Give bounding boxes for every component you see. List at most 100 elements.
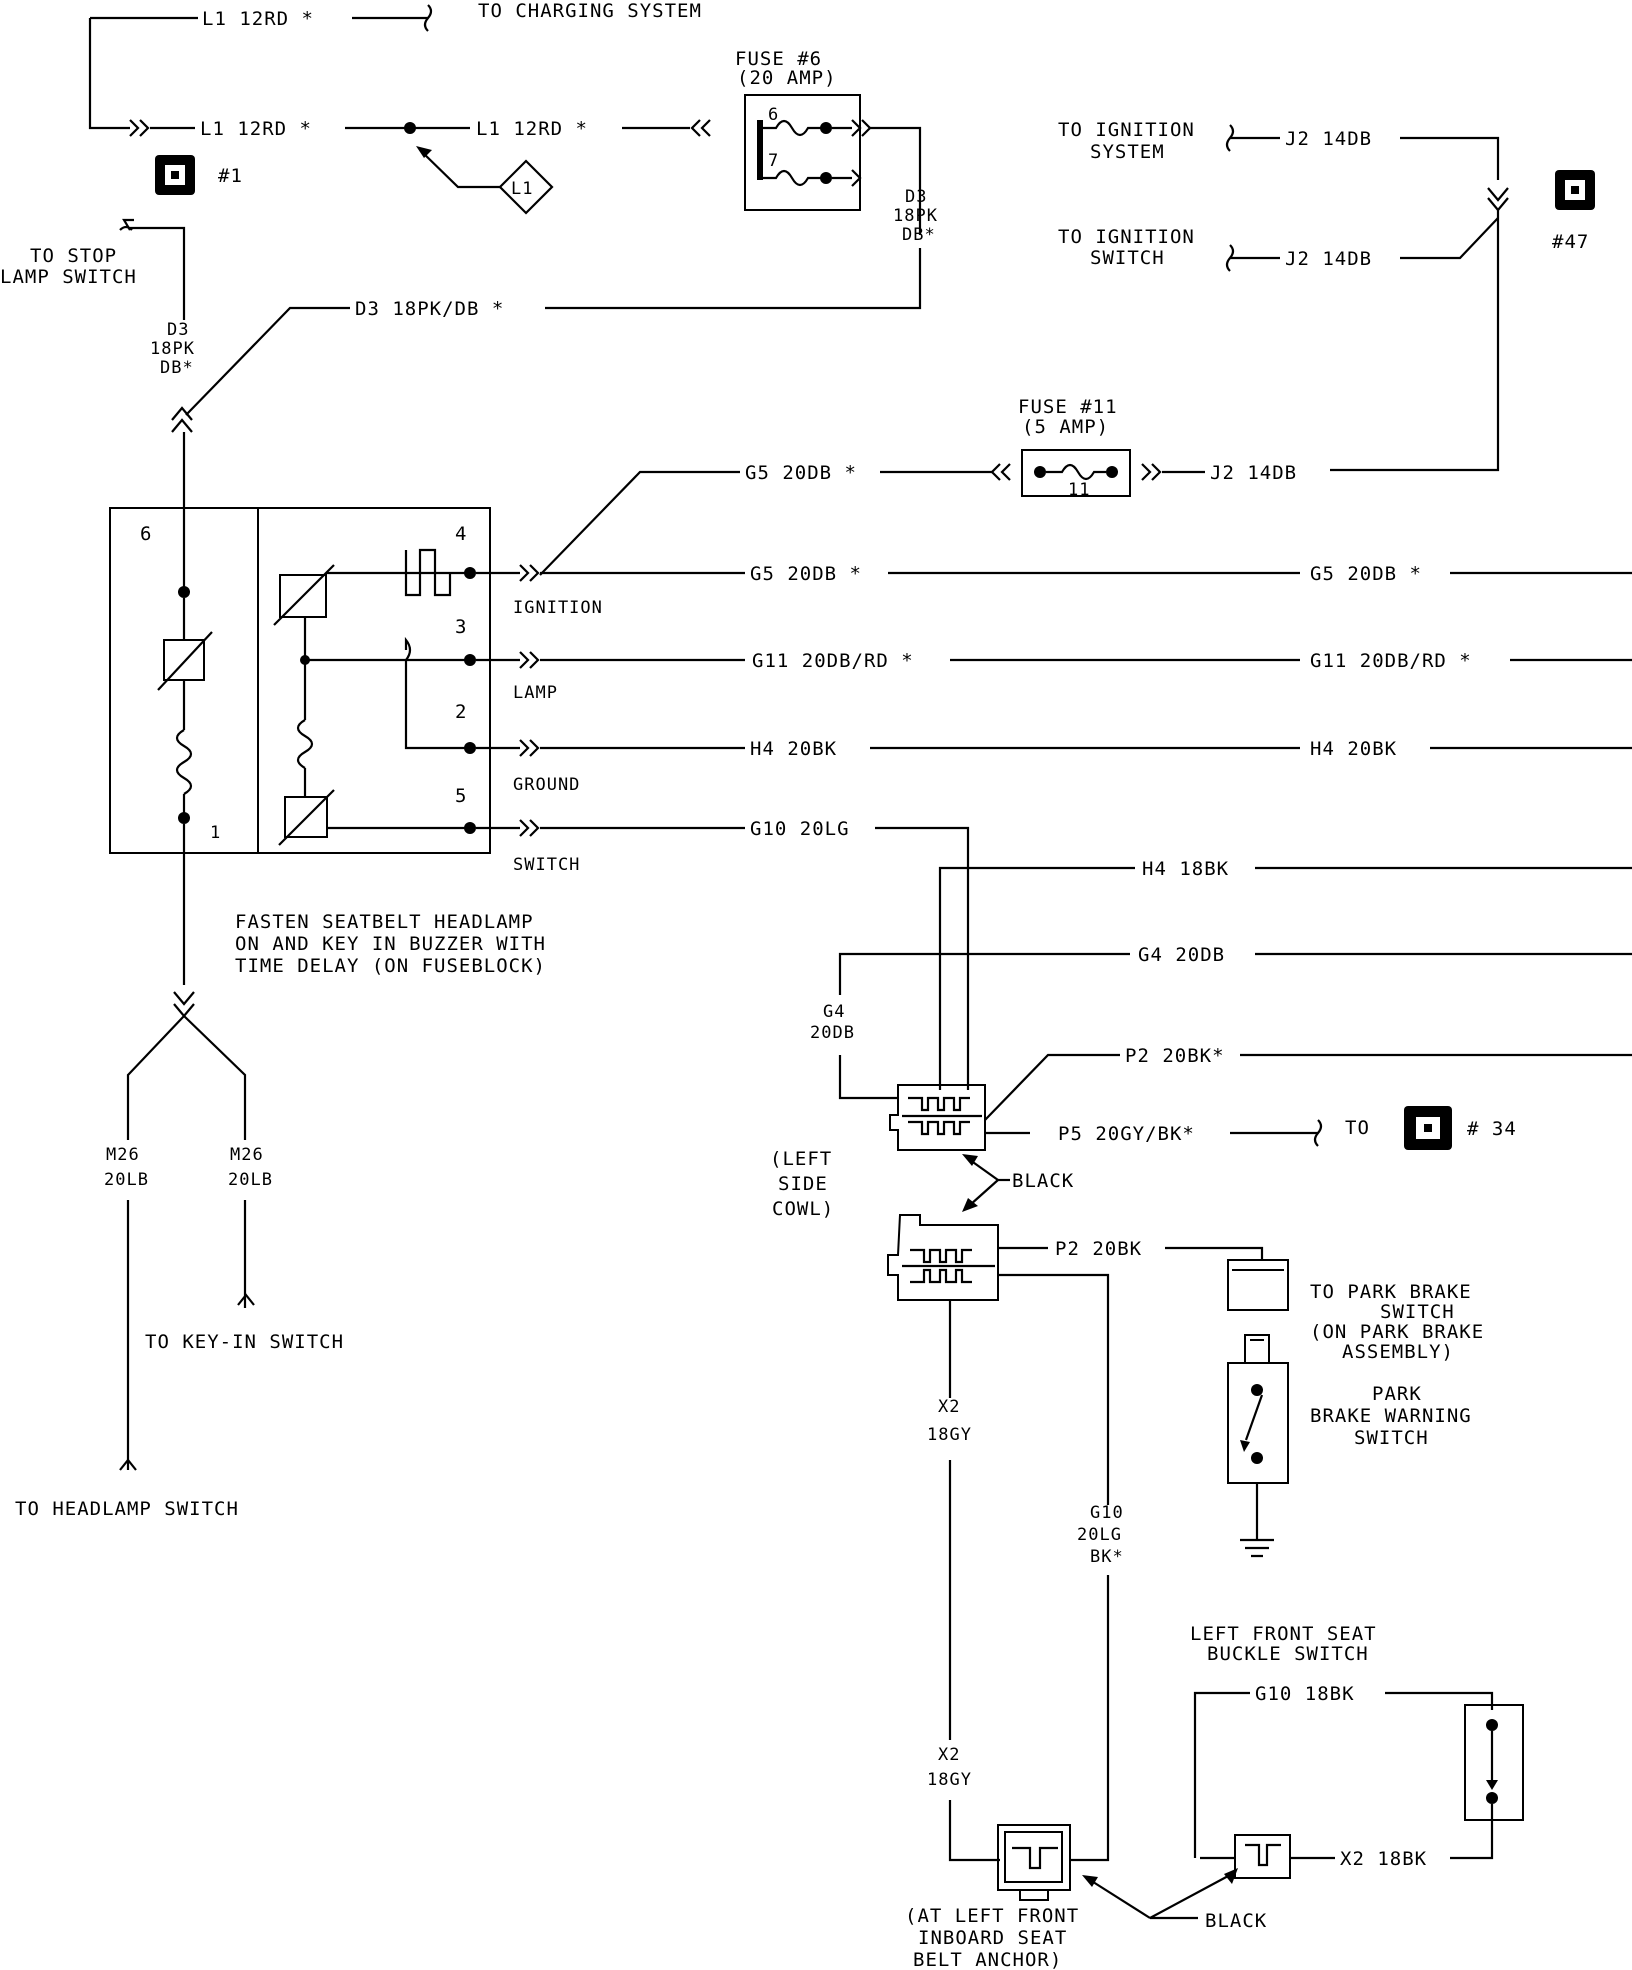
to-34-label: TO xyxy=(1345,1117,1370,1139)
wire-x2-upper-l1: X2 xyxy=(938,1397,960,1417)
connector-34-icon xyxy=(1404,1106,1452,1150)
wire-g4-right-label: G4 20DB xyxy=(1138,944,1225,966)
seat-anchor-l1: (AT LEFT FRONT xyxy=(905,1905,1079,1927)
wire-p2-top-label: P2 20BK* xyxy=(1125,1045,1225,1067)
left-side-cowl-l3: COWL) xyxy=(772,1198,834,1220)
left-side-cowl-connector: (LEFT SIDE COWL) BLACK P2 20BK TO PARK B… xyxy=(770,1084,1484,1862)
wire-m26-left-l1: M26 xyxy=(106,1145,140,1165)
seat-belt-anchor-connector: (AT LEFT FRONT INBOARD SEAT BELT ANCHOR) xyxy=(905,1824,1079,1970)
pin5-label: 5 xyxy=(455,785,467,807)
fuse6-pin7: 7 xyxy=(768,151,779,171)
wire-g11-far-label: G11 20DB/RD * xyxy=(1310,650,1472,672)
seat-buckle-l2: BUCKLE SWITCH xyxy=(1207,1643,1369,1665)
to-ignition-switch-l1: TO IGNITION xyxy=(1058,226,1195,248)
fuse-11: FUSE #11 (5 AMP) 11 J2 14DB G5 20DB * xyxy=(539,396,1296,576)
splice-diamond-icon xyxy=(498,159,554,215)
wire-g10-top-label: G10 20LG xyxy=(750,818,850,840)
wire-x2-18-label: X2 18BK xyxy=(1340,1848,1427,1870)
fuse6-amp: (20 AMP) xyxy=(737,67,837,89)
pin1-label: 1 xyxy=(210,823,221,843)
black-upper-label: BLACK xyxy=(1012,1170,1074,1192)
ignition-label: IGNITION xyxy=(513,598,603,618)
buzzer-desc-l2: ON AND KEY IN BUZZER WITH xyxy=(235,933,546,955)
wire-d3-left-l3: DB* xyxy=(160,358,194,378)
connector-47-label: #47 xyxy=(1552,231,1589,253)
wire-g5-upper-label: G5 20DB * xyxy=(745,462,857,484)
wire-d3-right-l3: DB* xyxy=(902,225,936,245)
to-key-in-label: TO KEY-IN SWITCH xyxy=(145,1331,344,1353)
wire-m26-right-l1: M26 xyxy=(230,1145,264,1165)
wire-d3-right-l2: 18PK xyxy=(893,206,938,226)
lamp-label: LAMP xyxy=(513,683,558,703)
to-charging-system-label: TO CHARGING SYSTEM xyxy=(478,0,702,22)
wire-x2-lower-l1: X2 xyxy=(938,1745,960,1765)
fuse6-pin6: 6 xyxy=(768,105,779,125)
buzzer-output-wiring: IGNITION G5 20DB * G5 20DB * LAMP G11 20… xyxy=(513,563,1632,1150)
park-brake-warning-l2: BRAKE WARNING xyxy=(1310,1405,1472,1427)
buzzer-desc-l1: FASTEN SEATBELT HEADLAMP xyxy=(235,911,534,933)
wire-l1-right-label: L1 12RD * xyxy=(476,118,588,140)
wire-j2-ign-switch-label: J2 14DB xyxy=(1285,248,1372,270)
to-park-brake-l3: (ON PARK BRAKE xyxy=(1310,1321,1484,1343)
pin6-label: 6 xyxy=(140,523,152,545)
seat-anchor-l2: INBOARD SEAT xyxy=(918,1927,1067,1949)
wire-g4-left-l2: 20DB xyxy=(810,1023,855,1043)
wire-d3-cross-label: D3 18PK/DB * xyxy=(355,298,504,320)
wire-d3-left-l2: 18PK xyxy=(150,339,195,359)
to-headlamp-label: TO HEADLAMP SWITCH xyxy=(15,1498,239,1520)
wire-d3-right-l1: D3 xyxy=(905,187,927,207)
switch-label: SWITCH xyxy=(513,855,580,875)
l1-charging-circuit: L1 12RD * TO CHARGING SYSTEM L1 12RD * L… xyxy=(88,0,711,215)
wire-h4-mid-label: H4 20BK xyxy=(750,738,837,760)
wire-m26-left-l2: 20LB xyxy=(104,1170,149,1190)
ignition-feed: TO IGNITION SYSTEM J2 14DB TO IGNITION S… xyxy=(1058,119,1595,472)
to-ignition-switch-l2: SWITCH xyxy=(1090,247,1165,269)
m26-key-in-headlamp: FASTEN SEATBELT HEADLAMP ON AND KEY IN B… xyxy=(15,911,546,1520)
fuse11-pin: 11 xyxy=(1068,480,1090,500)
pin4-label: 4 xyxy=(455,523,467,545)
connector-34-label: # 34 xyxy=(1467,1118,1517,1140)
to-park-brake-l1: TO PARK BRAKE xyxy=(1310,1281,1472,1303)
black-lower-label: BLACK xyxy=(1205,1910,1267,1932)
wire-x2-lower-l2: 18GY xyxy=(927,1770,972,1790)
to-stop-lamp-l1: TO STOP xyxy=(30,245,117,267)
wire-g5-far-label: G5 20DB * xyxy=(1310,563,1422,585)
wire-g10-lower-l1: G10 xyxy=(1090,1503,1124,1523)
wire-d3-left-l1: D3 xyxy=(167,320,189,340)
wire-g10-18-label: G10 18BK xyxy=(1255,1683,1355,1705)
fuse-6: FUSE #6 (20 AMP) 6 7 D3 18PK DB* xyxy=(545,48,938,310)
wire-g11-mid-label: G11 20DB/RD * xyxy=(752,650,914,672)
l1-splice-dot xyxy=(404,122,416,134)
seat-buckle-switch: LEFT FRONT SEAT BUCKLE SWITCH G10 18BK X… xyxy=(1082,1623,1524,1932)
park-brake-switch-icon xyxy=(1227,1259,1289,1311)
wire-g5-mid-label: G5 20DB * xyxy=(750,563,862,585)
wire-l1-top-label: L1 12RD * xyxy=(202,8,314,30)
wire-g4-left-l1: G4 xyxy=(823,1002,845,1022)
wire-l1-left-label: L1 12RD * xyxy=(200,118,312,140)
splice-l1-label: L1 xyxy=(511,179,533,199)
fuse11-amp: (5 AMP) xyxy=(1022,416,1109,438)
pin2-label: 2 xyxy=(455,701,467,723)
left-side-cowl-l1: (LEFT xyxy=(770,1148,832,1170)
wire-m26-right-l2: 20LB xyxy=(228,1170,273,1190)
connector-47-icon xyxy=(1555,170,1595,210)
left-side-cowl-l2: SIDE xyxy=(778,1173,828,1195)
wire-h4-18-label: H4 18BK xyxy=(1142,858,1229,880)
to-park-brake-l4: ASSEMBLY) xyxy=(1342,1341,1454,1363)
to-stop-lamp-l2: LAMP SWITCH xyxy=(0,266,137,288)
ground-label: GROUND xyxy=(513,775,580,795)
buzzer-desc-l3: TIME DELAY (ON FUSEBLOCK) xyxy=(235,955,546,977)
to-ignition-system-l1: TO IGNITION xyxy=(1058,119,1195,141)
park-brake-warning-l3: SWITCH xyxy=(1354,1427,1429,1449)
seat-anchor-l3: BELT ANCHOR) xyxy=(913,1949,1062,1970)
buzzer-module: 6 1 4 3 2 5 xyxy=(109,507,520,985)
pin3-label: 3 xyxy=(455,616,467,638)
park-brake-warning-switch: PARK BRAKE WARNING SWITCH xyxy=(1227,1334,1472,1558)
fuse6-title: FUSE #6 xyxy=(735,48,822,70)
wire-g10-lower-l2: 20LG xyxy=(1077,1525,1122,1545)
wire-h4-far-label: H4 20BK xyxy=(1310,738,1397,760)
park-brake-warning-l1: PARK xyxy=(1372,1383,1422,1405)
seat-buckle-l1: LEFT FRONT SEAT xyxy=(1190,1623,1377,1645)
wire-j2-ign-system-label: J2 14DB xyxy=(1285,128,1372,150)
